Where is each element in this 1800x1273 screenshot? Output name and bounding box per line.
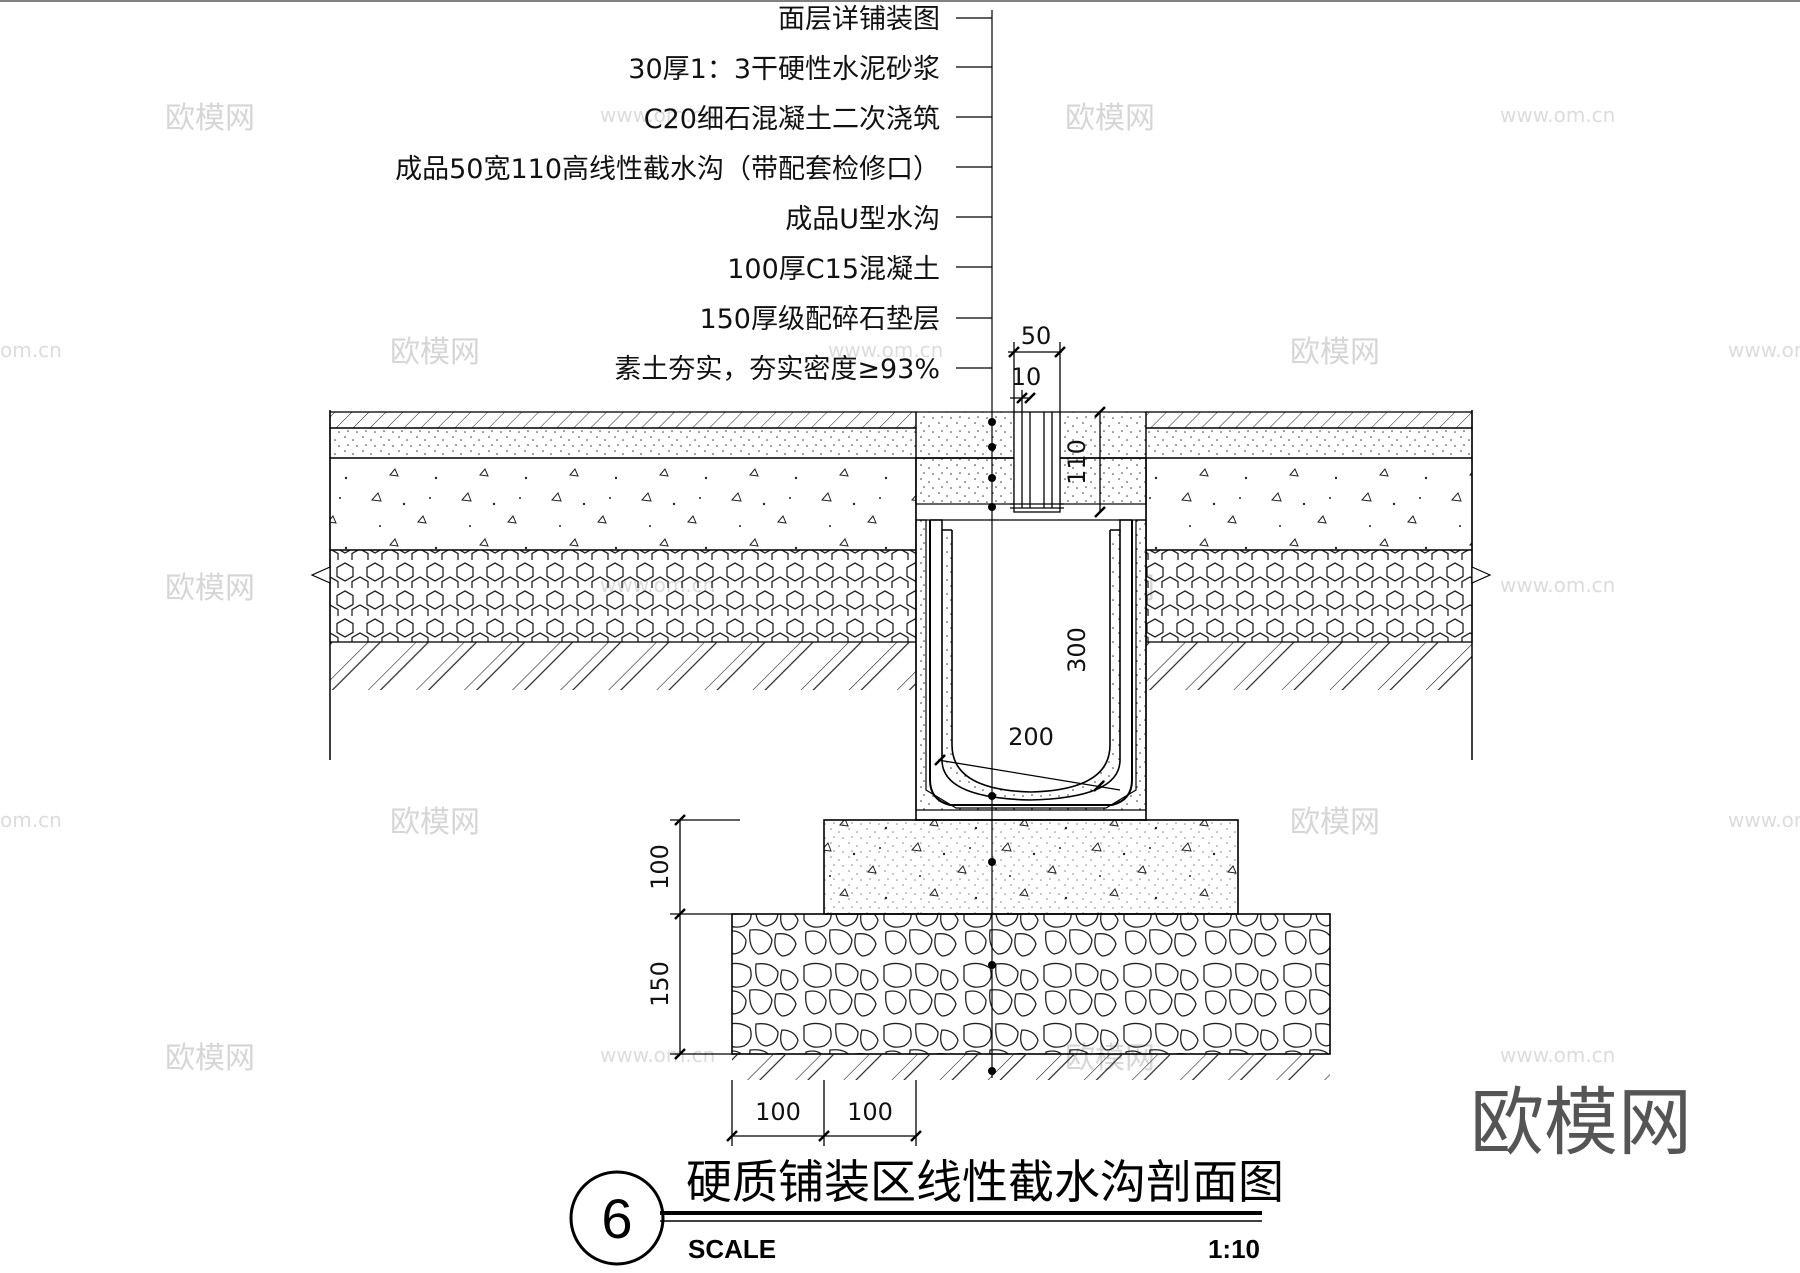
drawing-number: 6 [601,1187,632,1250]
watermark-brand: 欧模网 [165,1041,255,1076]
watermark-brand-large: 欧模网 [1470,1080,1692,1166]
dim-concrete-thickness: 100 [646,844,674,890]
watermark-brand: 欧模网 [390,805,480,840]
slot-drain [1010,411,1064,513]
watermark-url: om.cn [0,808,62,832]
dim-base-extension-right: 100 [847,1098,893,1126]
watermark-url: www.om.cn [600,103,715,127]
drawing-title: 硬质铺装区线性截水沟剖面图 [686,1155,1284,1209]
watermark-brand: 欧模网 [390,335,480,370]
layer-label-subgrade: 素土夯实，夯实密度≥93% [614,354,940,385]
layer-label-slot-drain: 成品50宽110高线性截水沟（带配套检修口） [395,154,940,185]
watermark-brand: 欧模网 [1290,805,1380,840]
scale-value: 1:10 [1208,1234,1260,1264]
watermark-brand: 欧模网 [165,571,255,606]
layers-left [310,410,917,760]
concrete-base [823,819,1239,915]
scale-label: SCALE [688,1234,776,1264]
layers-right [1145,410,1492,760]
layer-labels: 面层详铺装图 30厚1：3干硬性水泥砂浆 C20细石混凝土二次浇筑 成品50宽1… [395,4,940,385]
watermark-url: www.om.cn [1500,573,1615,597]
dim-gravel-thickness: 150 [646,961,674,1007]
dimensions [670,342,1121,1146]
dim-channel-depth: 300 [1063,627,1091,673]
watermark-brand: 欧模网 [165,101,255,136]
layer-label-finish: 面层详铺装图 [778,4,940,35]
dim-slot-width: 50 [1021,322,1052,350]
dim-base-extension-left: 100 [755,1098,801,1126]
watermark-url: www.om.cn [600,1043,715,1067]
layer-label-c20: C20细石混凝土二次浇筑 [644,104,940,135]
watermark-url: om.cn [0,338,62,362]
dim-channel-width: 200 [1008,723,1054,751]
dim-slot-height: 110 [1063,439,1091,485]
watermark-url: www.om.cn [1500,1043,1615,1067]
leader-line [956,10,996,1078]
watermark-url: www.om.cn [1728,338,1800,362]
dimension-labels: 50 10 110 300 200 100 150 100 100 [646,322,1091,1126]
watermark-url: www.om.cn [1500,103,1615,127]
title-block: 6 硬质铺装区线性截水沟剖面图 SCALE 1:10 [569,1155,1284,1266]
layer-label-c15: 100厚C15混凝土 [727,254,940,285]
watermark-brand: 欧模网 [1290,335,1380,370]
watermark-url: www.om.cn [1728,808,1800,832]
dim-slot-gap: 10 [1011,363,1042,391]
layer-label-mortar: 30厚1：3干硬性水泥砂浆 [628,54,940,85]
watermark-brand: 欧模网 [1065,101,1155,136]
layer-label-u-channel: 成品U型水沟 [785,204,940,235]
layer-label-gravel: 150厚级配碎石垫层 [699,304,940,335]
gravel-base [731,913,1331,1080]
watermark-url: www.om.cn [828,338,943,362]
